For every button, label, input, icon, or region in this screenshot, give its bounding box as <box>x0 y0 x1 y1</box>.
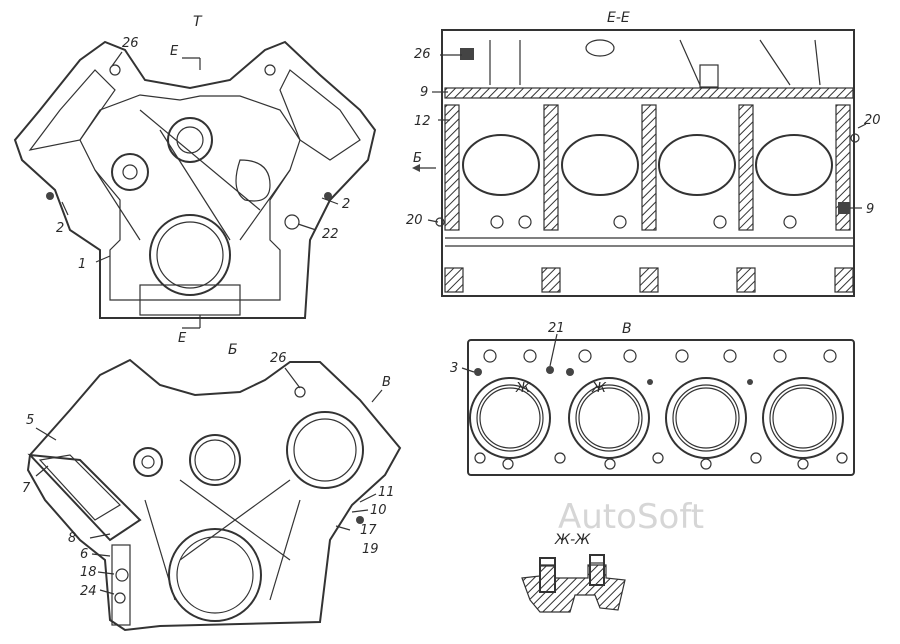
rear-arrow-label: В <box>382 375 391 390</box>
section-arrow-label: Б <box>413 151 422 166</box>
rear-callout-26: 26 <box>270 351 287 366</box>
rear-view-title: Б <box>228 342 238 358</box>
section-callout-26: 26 <box>414 47 431 62</box>
front-view-title: Т <box>193 14 203 30</box>
gasket-callout-21: 21 <box>548 321 565 336</box>
front-callout-22: 22 <box>322 227 339 242</box>
front-callout-2-right: 2 <box>342 197 350 212</box>
gasket-callout-3: 3 <box>450 361 458 376</box>
rear-callout-11: 11 <box>378 485 395 500</box>
front-callout-1: 1 <box>78 257 86 272</box>
front-callout-2-left: 2 <box>56 221 64 236</box>
front-section-mark-bottom: Е <box>178 331 187 346</box>
section-callout-9-bottom: 9 <box>866 202 874 217</box>
section-callout-9-top: 9 <box>420 85 428 100</box>
watermark: AutoSoft <box>558 497 704 537</box>
section-callout-20-left: 20 <box>406 213 423 228</box>
detail-view-title: Ж-Ж <box>554 532 591 548</box>
rear-callout-19: 19 <box>362 542 379 557</box>
front-view: Т Е Е 26 2 2 22 1 <box>13 14 377 346</box>
rear-view: Б В 26 5 7 11 10 8 17 6 19 18 24 <box>22 342 402 632</box>
section-view-title: Е-Е <box>607 10 630 26</box>
gasket-view-title: В <box>622 321 632 337</box>
gasket-view: В Ж Ж 21 3 <box>450 321 855 476</box>
detail-view: Ж-Ж <box>521 532 626 613</box>
section-callout-12: 12 <box>414 114 431 129</box>
rear-callout-17: 17 <box>360 523 377 538</box>
gasket-mark-right: Ж <box>591 381 607 396</box>
rear-callout-8: 8 <box>68 531 76 546</box>
section-view: Е-Е Б 26 9 12 20 20 9 <box>406 10 881 297</box>
gasket-mark-left: Ж <box>515 381 531 396</box>
rear-callout-7: 7 <box>22 481 31 496</box>
rear-callout-5: 5 <box>26 413 34 428</box>
section-callout-20-right: 20 <box>864 113 881 128</box>
rear-callout-6: 6 <box>80 547 88 562</box>
front-callout-26: 26 <box>122 36 139 51</box>
rear-callout-10: 10 <box>370 503 387 518</box>
rear-callout-18: 18 <box>80 565 97 580</box>
front-section-mark-top: Е <box>170 44 179 59</box>
rear-callout-24: 24 <box>80 584 97 599</box>
